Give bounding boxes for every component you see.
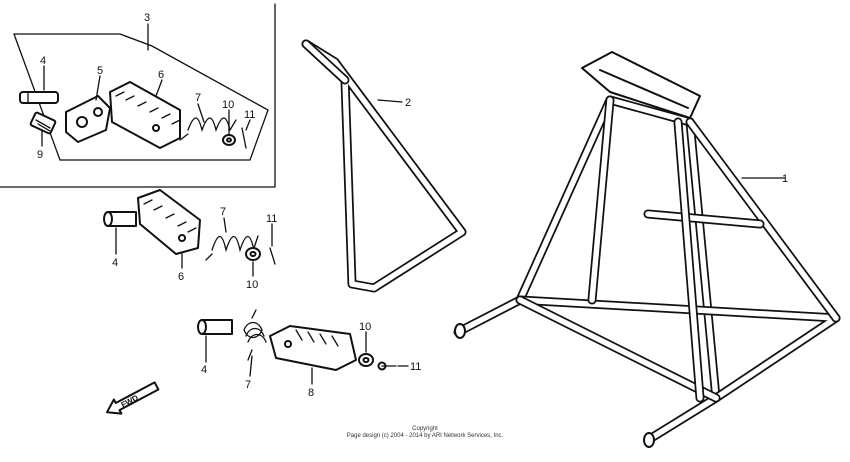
stand-arm[interactable] — [301, 39, 467, 293]
spring-7-lower[interactable] — [243, 309, 267, 361]
pin-11[interactable] — [269, 247, 276, 265]
callout-10-lower: 10 — [359, 321, 371, 333]
callout-4-middle: 4 — [112, 257, 118, 269]
spring-kit[interactable] — [179, 117, 237, 141]
callout-7-lower: 7 — [245, 379, 251, 391]
bracket-5[interactable] — [65, 95, 111, 143]
copyright-line-1: Copyright — [412, 426, 438, 432]
bolt-9[interactable] — [29, 111, 57, 135]
kit-group — [13, 33, 269, 161]
kit-inset-box — [0, 3, 276, 188]
washer-10-lower[interactable] — [358, 353, 374, 367]
copyright-line-2: Page design (c) 2004 - 2014 by ARI Netwo… — [346, 433, 504, 439]
callout-4-lower: 4 — [201, 364, 207, 376]
pin-pivot-4[interactable] — [103, 211, 137, 227]
pin-11-lower[interactable] — [377, 361, 397, 371]
callout-3: 3 — [144, 12, 150, 24]
callout-10-middle: 10 — [246, 279, 258, 291]
copyright-notice: Copyright Page design (c) 2004 - 2014 by… — [0, 426, 850, 440]
callout-11-kit: 11 — [244, 109, 255, 121]
callout-2: 2 — [405, 97, 411, 109]
pin-pivot-4-lower[interactable] — [197, 319, 233, 335]
callout-6-kit: 6 — [158, 69, 164, 81]
spring-7[interactable] — [205, 235, 259, 261]
callouts: 1 2 3 4 4 4 5 6 6 7 7 7 8 9 10 10 10 11 … — [37, 12, 788, 399]
bolt-kit[interactable] — [19, 91, 59, 104]
stand-frame[interactable] — [453, 51, 841, 448]
callout-6-middle: 6 — [178, 271, 184, 283]
forward-arrow-icon: FWD — [106, 381, 160, 415]
footpeg-6[interactable] — [137, 189, 201, 255]
callout-4-kit: 4 — [40, 55, 46, 67]
callout-7-kit: 7 — [195, 92, 201, 104]
callout-8: 8 — [308, 387, 314, 399]
callout-5: 5 — [97, 65, 103, 77]
callout-11-middle: 11 — [266, 213, 277, 225]
footpeg-kit[interactable] — [109, 81, 181, 149]
callout-10-kit: 10 — [222, 99, 234, 111]
footpeg-8[interactable] — [269, 325, 357, 371]
pin-kit[interactable] — [241, 127, 247, 149]
callout-11-lower: 11 — [410, 361, 421, 373]
washer-kit[interactable] — [222, 134, 236, 146]
leader-lines — [41, 23, 786, 385]
washer-10[interactable] — [245, 247, 261, 261]
callout-7-middle: 7 — [220, 206, 226, 218]
callout-1: 1 — [782, 173, 788, 185]
callout-9: 9 — [37, 149, 43, 161]
